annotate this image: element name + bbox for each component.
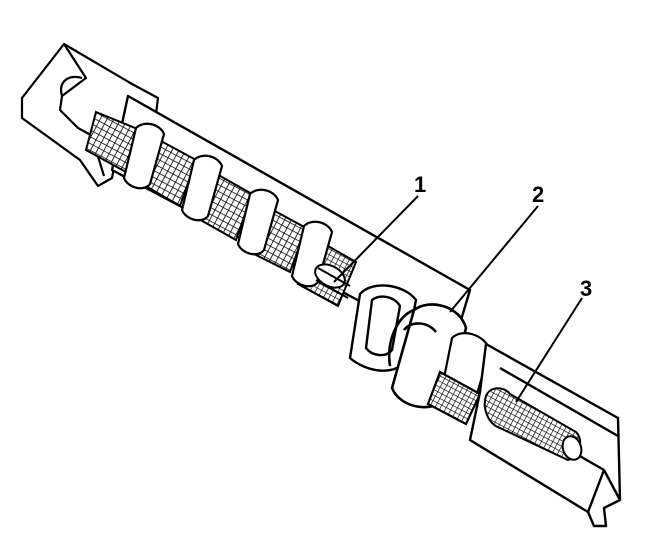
orifice <box>314 263 351 299</box>
callout-label-3: 3 <box>580 276 592 301</box>
outlet-bands <box>426 332 492 426</box>
left-housing <box>20 42 160 188</box>
callout-label-1: 1 <box>414 172 426 197</box>
outlet-screen <box>483 387 583 462</box>
leader-line-3 <box>515 297 583 403</box>
leader-lines <box>333 195 583 403</box>
leader-line-2 <box>449 205 539 313</box>
callout-label-2: 2 <box>532 182 544 207</box>
leader-line-1 <box>333 195 419 283</box>
